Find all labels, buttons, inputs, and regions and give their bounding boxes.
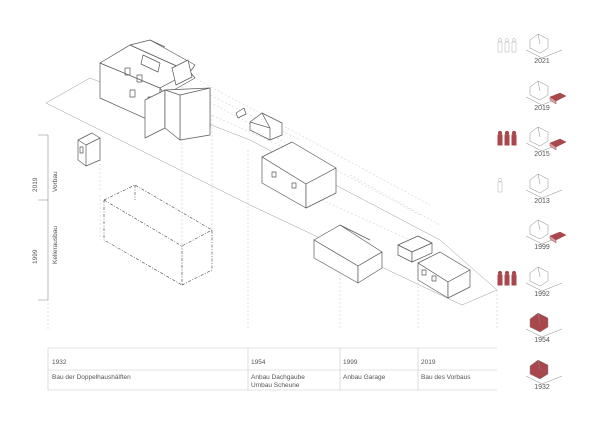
mini-accent-side — [549, 96, 557, 104]
history-year-label: 1954 — [534, 337, 550, 344]
timeline-event-1954-b: Umbau Scheune — [251, 382, 300, 389]
history-year-label: 2019 — [534, 104, 550, 112]
cellar-block — [103, 184, 213, 286]
history-item-1932: 1932 — [490, 356, 600, 400]
mini-roof-line — [537, 80, 541, 91]
history-item-1999: 1999 — [490, 216, 600, 260]
mini-ground — [525, 189, 563, 198]
mini-house — [529, 266, 549, 286]
history-strip: 2021 2019 2015 2013 1999 1992 1954 1932 — [490, 30, 600, 391]
history-thumbnail-1992 — [497, 266, 563, 291]
history-thumbnail-2021 — [497, 33, 563, 59]
mini-house — [529, 33, 549, 54]
person-body — [497, 41, 503, 53]
person-head — [512, 38, 516, 42]
timeline-frame — [47, 347, 497, 391]
timeline-year-2019: 2019 — [421, 359, 436, 366]
cellar-year-label: 1999 — [32, 249, 39, 264]
person-body — [504, 41, 510, 53]
history-item-1992: 1992 — [490, 263, 600, 307]
history-item-2021: 2021 — [490, 30, 600, 74]
history-thumbnail-2013 — [497, 173, 563, 198]
ground-plane — [45, 77, 498, 306]
history-item-2015: 2015 — [490, 123, 600, 167]
mini-house — [529, 359, 549, 379]
person-head — [511, 270, 517, 275]
person-head — [497, 130, 503, 136]
person-head — [504, 270, 510, 275]
person-body — [497, 274, 503, 285]
mini-roof-line — [537, 266, 541, 277]
porch-2019 — [397, 235, 471, 299]
mini-ground — [525, 328, 563, 338]
people-figures — [497, 270, 517, 285]
mini-ground — [525, 375, 563, 384]
mini-house — [529, 312, 549, 333]
small-shed — [77, 132, 101, 167]
mini-ground — [525, 282, 563, 291]
history-item-2013: 2013 — [490, 170, 600, 214]
barn-annex — [144, 87, 211, 141]
history-item-2019: 2019 — [490, 77, 600, 121]
timeline-year-1954: 1954 — [251, 359, 266, 366]
person-body — [511, 274, 517, 285]
history-thumbnail-1999 — [525, 219, 567, 245]
mini-accent-side — [549, 142, 557, 151]
history-thumbnail-2015 — [497, 126, 567, 152]
people-figures — [497, 177, 503, 192]
vorbau-label: Vorbau — [52, 171, 59, 192]
mini-roof-line — [537, 312, 541, 324]
history-year-label: 1992 — [534, 290, 550, 298]
mini-house — [529, 219, 549, 240]
person-body — [497, 181, 503, 192]
history-year-label: 1932 — [534, 383, 550, 391]
timeline-event-2019: Bau des Vorbaus — [421, 374, 471, 381]
person-body — [511, 41, 517, 53]
timeline-event-1954-a: Anbau Dachgaube — [251, 374, 305, 381]
history-thumbnail-2019 — [525, 80, 567, 105]
vertical-markers — [38, 134, 49, 301]
mini-house — [529, 126, 549, 147]
timeline-year-1932: 1932 — [52, 359, 67, 366]
timeline-event-1999: Anbau Garage — [343, 374, 386, 381]
person-body — [497, 134, 503, 146]
mini-house — [529, 80, 549, 100]
people-figures — [497, 130, 517, 146]
person-head — [511, 130, 517, 136]
cellar-label: Kellerausbau — [52, 226, 59, 264]
mini-roof-line — [537, 126, 541, 138]
history-item-1954: 1954 — [490, 309, 600, 353]
person-head — [497, 270, 503, 275]
timeline-event-1932: Bau der Doppelhaushälften — [52, 374, 131, 381]
person-body — [511, 134, 517, 146]
person-body — [504, 274, 510, 285]
people-figures — [497, 38, 517, 53]
history-year-label: 2021 — [534, 58, 550, 65]
history-year-label: 1999 — [534, 244, 550, 251]
person-head — [498, 38, 502, 42]
mini-ground — [525, 49, 563, 59]
person-head — [505, 38, 509, 42]
mini-roof-line — [537, 33, 541, 45]
mini-roof-line — [537, 219, 541, 231]
person-body — [504, 134, 510, 146]
mini-house — [529, 173, 549, 193]
mini-roof-line — [537, 173, 541, 184]
timeline-year-1999: 1999 — [343, 359, 358, 366]
person-head — [504, 130, 510, 136]
vorbau-year-label: 2019 — [32, 177, 39, 192]
mini-accent-side — [549, 235, 557, 244]
barn-1954 — [261, 141, 337, 209]
mini-roof-line — [537, 359, 541, 370]
history-thumbnail-1954 — [525, 312, 563, 338]
history-year-label: 2013 — [534, 197, 550, 205]
history-year-label: 2015 — [534, 151, 550, 158]
garage-1999 — [313, 224, 383, 284]
history-thumbnail-1932 — [525, 359, 563, 384]
person-head — [498, 177, 502, 182]
dormer-1954 — [235, 107, 283, 141]
